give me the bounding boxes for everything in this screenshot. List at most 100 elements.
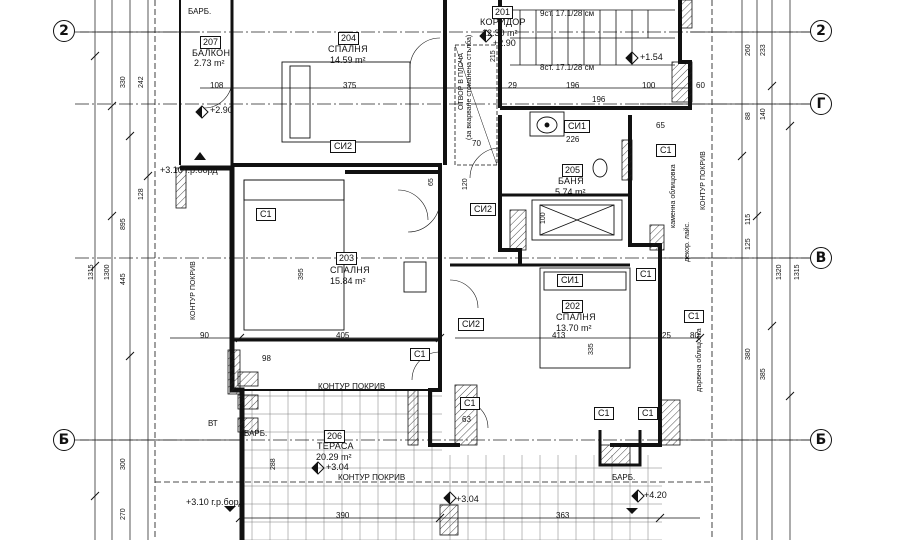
dim-395: 395: [298, 268, 305, 280]
axis-marker-2-left: 2: [53, 20, 75, 42]
dim-413: 413: [552, 331, 566, 340]
dim-363: 363: [556, 511, 570, 520]
elevation-corridor: +2.90: [493, 38, 516, 48]
room-number-203: 203: [336, 252, 358, 265]
staircase: [510, 9, 675, 66]
note-stone-cladding: каменна облицовка: [670, 164, 677, 228]
dim-right-mid: 1320: [776, 264, 783, 280]
elevation-balcony: +2.90: [210, 105, 233, 115]
room-number-201: 201: [492, 6, 514, 19]
bathroom-fixtures: [529, 111, 623, 241]
room-area-203: 15.84 m²: [330, 276, 366, 286]
tag-c1-6: С1: [594, 407, 614, 420]
tag-si2-3: СИ2: [458, 318, 484, 331]
dim-242: 242: [138, 76, 145, 88]
note-barb-2: БАРБ.: [244, 429, 268, 438]
tag-c1-1: С1: [256, 208, 276, 221]
dim-88: 88: [745, 112, 752, 120]
axis-marker-g: Г: [810, 93, 832, 115]
room-area-207: 2.73 m²: [194, 58, 225, 68]
elevation-stair: +1.54: [640, 52, 663, 62]
room-area-201: 12.30 m²: [482, 28, 518, 38]
dim-260: 260: [745, 44, 752, 56]
dim-25: 25: [662, 331, 671, 340]
dimension-ticks: [90, 51, 795, 523]
dim-196: 196: [566, 81, 580, 90]
dim-120: 120: [462, 178, 469, 190]
dim-100b: 100: [540, 212, 547, 224]
elevation-bottom-right: +4.20: [644, 490, 667, 500]
axis-marker-v: В: [810, 247, 832, 269]
tag-c1-5: С1: [460, 397, 480, 410]
note-opening-sub: (за вкарване стоманена стълба): [466, 34, 473, 140]
room-number-206: 206: [324, 430, 346, 443]
elevation-terrace: +3.04: [326, 462, 349, 472]
room-name-205: БАНЯ: [558, 176, 584, 186]
dim-right-outer: 1315: [794, 264, 801, 280]
note-contour-mid: КОНТУР ПОКРИВ: [318, 382, 386, 391]
stair-label-upper: 9ст. 17.1/28 см: [540, 9, 595, 18]
axis-marker-2-right: 2: [810, 20, 832, 42]
room-area-205: 5.74 m²: [555, 187, 586, 197]
note-contour-left: КОНТУР ПОКРИВ: [190, 261, 197, 320]
dim-125: 125: [745, 238, 752, 250]
note-vt: ВТ: [208, 419, 218, 428]
dim-196b: 196: [592, 95, 606, 104]
dim-405: 405: [336, 331, 350, 340]
tag-c1-4: С1: [410, 348, 430, 361]
dim-108: 108: [210, 81, 224, 90]
dim-60: 60: [696, 81, 705, 90]
dim-215: 215: [490, 50, 497, 62]
dim-270: 270: [120, 508, 127, 520]
tag-c1-7: С1: [638, 407, 658, 420]
dim-98: 98: [262, 354, 271, 363]
tag-c1-2: С1: [656, 144, 676, 157]
room-name-206: ТЕРАСА: [317, 441, 354, 451]
dim-233: 233: [760, 44, 767, 56]
dim-left-outer: 1315: [88, 264, 95, 280]
tag-c1-3: С1: [684, 310, 704, 323]
elevation-bord-bottom: +3.10 г.р.борд: [186, 497, 244, 507]
note-contour-bottom: КОНТУР ПОКРИВ: [338, 473, 406, 482]
room-area-206: 20.29 m²: [316, 452, 352, 462]
tag-c1-8: С1: [636, 268, 656, 281]
room-name-204: СПАЛНЯ: [328, 44, 368, 54]
dim-left-b: 445: [120, 273, 127, 285]
dim-380: 380: [745, 348, 752, 360]
dim-100: 100: [642, 81, 656, 90]
note-barb-1: БАРБ.: [188, 7, 212, 16]
axis-lines: [75, 31, 812, 441]
tag-si1-1: СИ1: [564, 120, 590, 133]
axis-marker-b-left: Б: [53, 429, 75, 451]
room-number-205: 205: [562, 164, 584, 177]
dim-63: 63: [462, 415, 471, 424]
roof-contour: [154, 0, 713, 540]
door-swings: [203, 37, 501, 429]
dim-140: 140: [760, 108, 767, 120]
note-contour-right: КОНТУР ПОКРИВ: [700, 151, 707, 210]
dim-300: 300: [120, 458, 127, 470]
dim-80: 80: [690, 331, 699, 340]
tag-si2-1: СИ2: [330, 140, 356, 153]
room-area-202: 13.70 m²: [556, 323, 592, 333]
tag-si1-2: СИ1: [557, 274, 583, 287]
dim-90: 90: [200, 331, 209, 340]
elevation-bord-left: +3.10 г.р.борд: [160, 165, 218, 175]
room-area-204: 14.59 m²: [330, 55, 366, 65]
tag-si2-2: СИ2: [470, 203, 496, 216]
dim-128: 128: [138, 188, 145, 200]
elevation-terrace-right: +3.04: [456, 494, 479, 504]
room-name-202: СПАЛНЯ: [556, 312, 596, 322]
dim-70: 70: [472, 139, 481, 148]
dim-left-mid: 1300: [104, 264, 111, 280]
room-number-204: 204: [338, 32, 360, 45]
axis-marker-b-right: Б: [810, 429, 832, 451]
dim-390: 390: [336, 511, 350, 520]
dim-375: 375: [343, 81, 357, 90]
dim-330: 330: [120, 76, 127, 88]
room-number-207: 207: [200, 36, 222, 49]
dim-65: 65: [656, 121, 665, 130]
dim-65b: 65: [428, 178, 435, 186]
dim-385: 385: [760, 368, 767, 380]
